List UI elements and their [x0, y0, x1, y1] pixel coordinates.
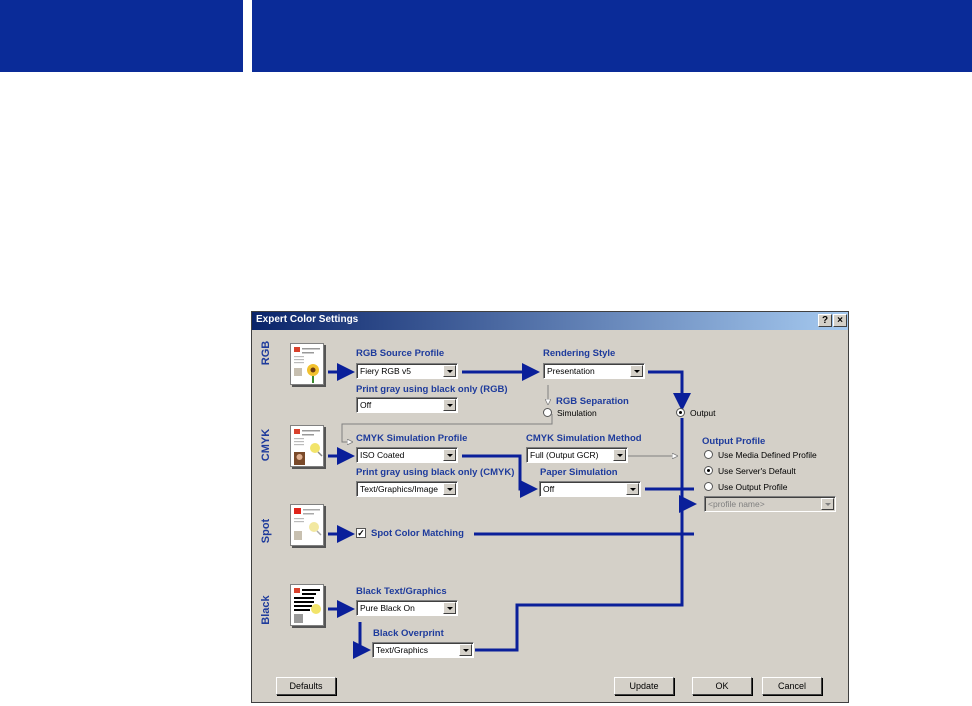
black-document-thumbnail	[290, 584, 324, 626]
paper-simulation-label: Paper Simulation	[540, 467, 618, 478]
row-label-black: Black	[260, 595, 272, 625]
use-servers-default-radio[interactable]	[704, 466, 713, 475]
spot-color-matching-checkbox[interactable]: ✓	[356, 528, 366, 538]
rgb-print-gray-label: Print gray using black only (RGB)	[356, 384, 508, 395]
cmyk-simulation-method-value: Full (Output GCR)	[530, 450, 599, 460]
row-label-spot: Spot	[260, 518, 272, 544]
flow-rendering-to-output	[648, 370, 691, 411]
row-label-cmyk: CMYK	[260, 428, 272, 462]
cmyk-document-icon	[294, 429, 323, 465]
black-overprint-label: Black Overprint	[373, 628, 444, 639]
black-text-graphics-value: Pure Black On	[360, 603, 415, 613]
rgb-document-thumbnail	[290, 343, 324, 385]
paper-simulation-select[interactable]: Off	[539, 481, 641, 497]
black-text-graphics-label: Black Text/Graphics	[356, 586, 447, 597]
chevron-down-icon	[630, 365, 643, 377]
ok-button[interactable]: OK	[692, 677, 752, 695]
cmyk-print-gray-value: Text/Graphics/Image	[360, 484, 438, 494]
chevron-down-icon	[443, 449, 456, 461]
black-overprint-select[interactable]: Text/Graphics	[372, 642, 474, 658]
black-text-graphics-select[interactable]: Pure Black On	[356, 600, 458, 616]
use-media-defined-profile-radio[interactable]	[704, 450, 713, 459]
rendering-style-value: Presentation	[547, 366, 595, 376]
output-radio[interactable]	[676, 408, 685, 417]
close-button[interactable]: ×	[833, 314, 847, 327]
use-output-profile-label: Use Output Profile	[718, 482, 788, 492]
spot-color-matching-label: Spot Color Matching	[371, 528, 464, 539]
rgb-document-icon	[294, 347, 320, 383]
dialog-titlebar: Expert Color Settings ? ×	[252, 312, 848, 330]
chevron-down-icon	[443, 399, 456, 411]
paper-simulation-value: Off	[543, 484, 555, 494]
spot-document-thumbnail	[290, 504, 324, 546]
profile-name-select[interactable]: <profile name>	[704, 496, 836, 512]
rendering-style-select[interactable]: Presentation	[543, 363, 645, 379]
use-output-profile-radio[interactable]	[704, 482, 713, 491]
flow-cmyk-profile-to-paper	[462, 454, 538, 498]
rgb-print-gray-select[interactable]: Off	[356, 397, 458, 413]
black-document-icon	[294, 588, 321, 623]
defaults-button[interactable]: Defaults	[276, 677, 336, 695]
dialog-title: Expert Color Settings	[256, 314, 359, 325]
rgb-source-profile-select[interactable]: Fiery RGB v5	[356, 363, 458, 379]
profile-name-placeholder: <profile name>	[708, 499, 765, 509]
flow-separation-loop	[341, 414, 553, 442]
row-label-rgb: RGB	[260, 340, 272, 366]
flow-overprint-to-output	[475, 554, 684, 652]
chevron-down-icon	[443, 483, 456, 495]
chevron-down-icon	[626, 483, 639, 495]
rgb-print-gray-value: Off	[360, 400, 372, 410]
cancel-button[interactable]: Cancel	[762, 677, 822, 695]
cmyk-print-gray-label: Print gray using black only (CMYK)	[356, 467, 515, 478]
chevron-down-icon	[443, 602, 456, 614]
update-button[interactable]: Update	[614, 677, 674, 695]
rendering-style-label: Rendering Style	[543, 348, 616, 359]
rgb-separation-label: RGB Separation	[556, 396, 629, 407]
flow-diagram	[328, 363, 697, 659]
chevron-down-icon	[821, 498, 834, 510]
header-band-right	[252, 0, 972, 72]
chevron-down-icon	[613, 449, 626, 461]
cmyk-simulation-profile-value: ISO Coated	[360, 450, 405, 460]
chevron-down-icon	[443, 365, 456, 377]
use-servers-default-label: Use Server's Default	[718, 466, 796, 476]
cmyk-simulation-profile-label: CMYK Simulation Profile	[356, 433, 468, 444]
simulation-radio[interactable]	[543, 408, 552, 417]
header-band-left	[0, 0, 243, 72]
cmyk-document-thumbnail	[290, 425, 324, 467]
use-media-defined-profile-label: Use Media Defined Profile	[718, 450, 817, 460]
output-profile-label: Output Profile	[702, 436, 766, 447]
simulation-radio-label: Simulation	[557, 408, 597, 418]
flow-black-control-to-overprint	[353, 622, 371, 659]
black-overprint-value: Text/Graphics	[376, 645, 428, 655]
output-radio-label: Output	[690, 408, 716, 418]
cmyk-simulation-profile-select[interactable]: ISO Coated	[356, 447, 458, 463]
cmyk-simulation-method-select[interactable]: Full (Output GCR)	[526, 447, 628, 463]
rgb-source-profile-value: Fiery RGB v5	[360, 366, 412, 376]
cmyk-print-gray-select[interactable]: Text/Graphics/Image	[356, 481, 458, 497]
help-button[interactable]: ?	[818, 314, 832, 327]
spot-document-icon	[294, 508, 322, 540]
rgb-source-profile-label: RGB Source Profile	[356, 348, 445, 359]
chevron-down-icon	[459, 644, 472, 656]
cmyk-simulation-method-label: CMYK Simulation Method	[526, 433, 642, 444]
expert-color-settings-dialog: Expert Color Settings ? ×	[251, 311, 849, 703]
